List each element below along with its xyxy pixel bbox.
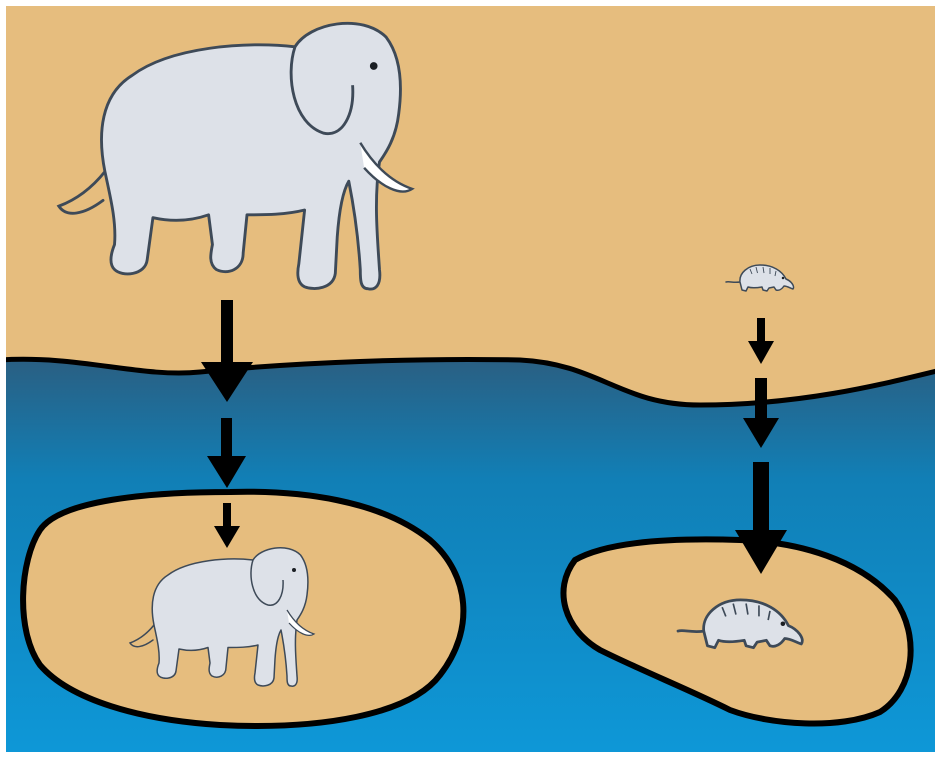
island-rule-diagram: [0, 0, 941, 758]
